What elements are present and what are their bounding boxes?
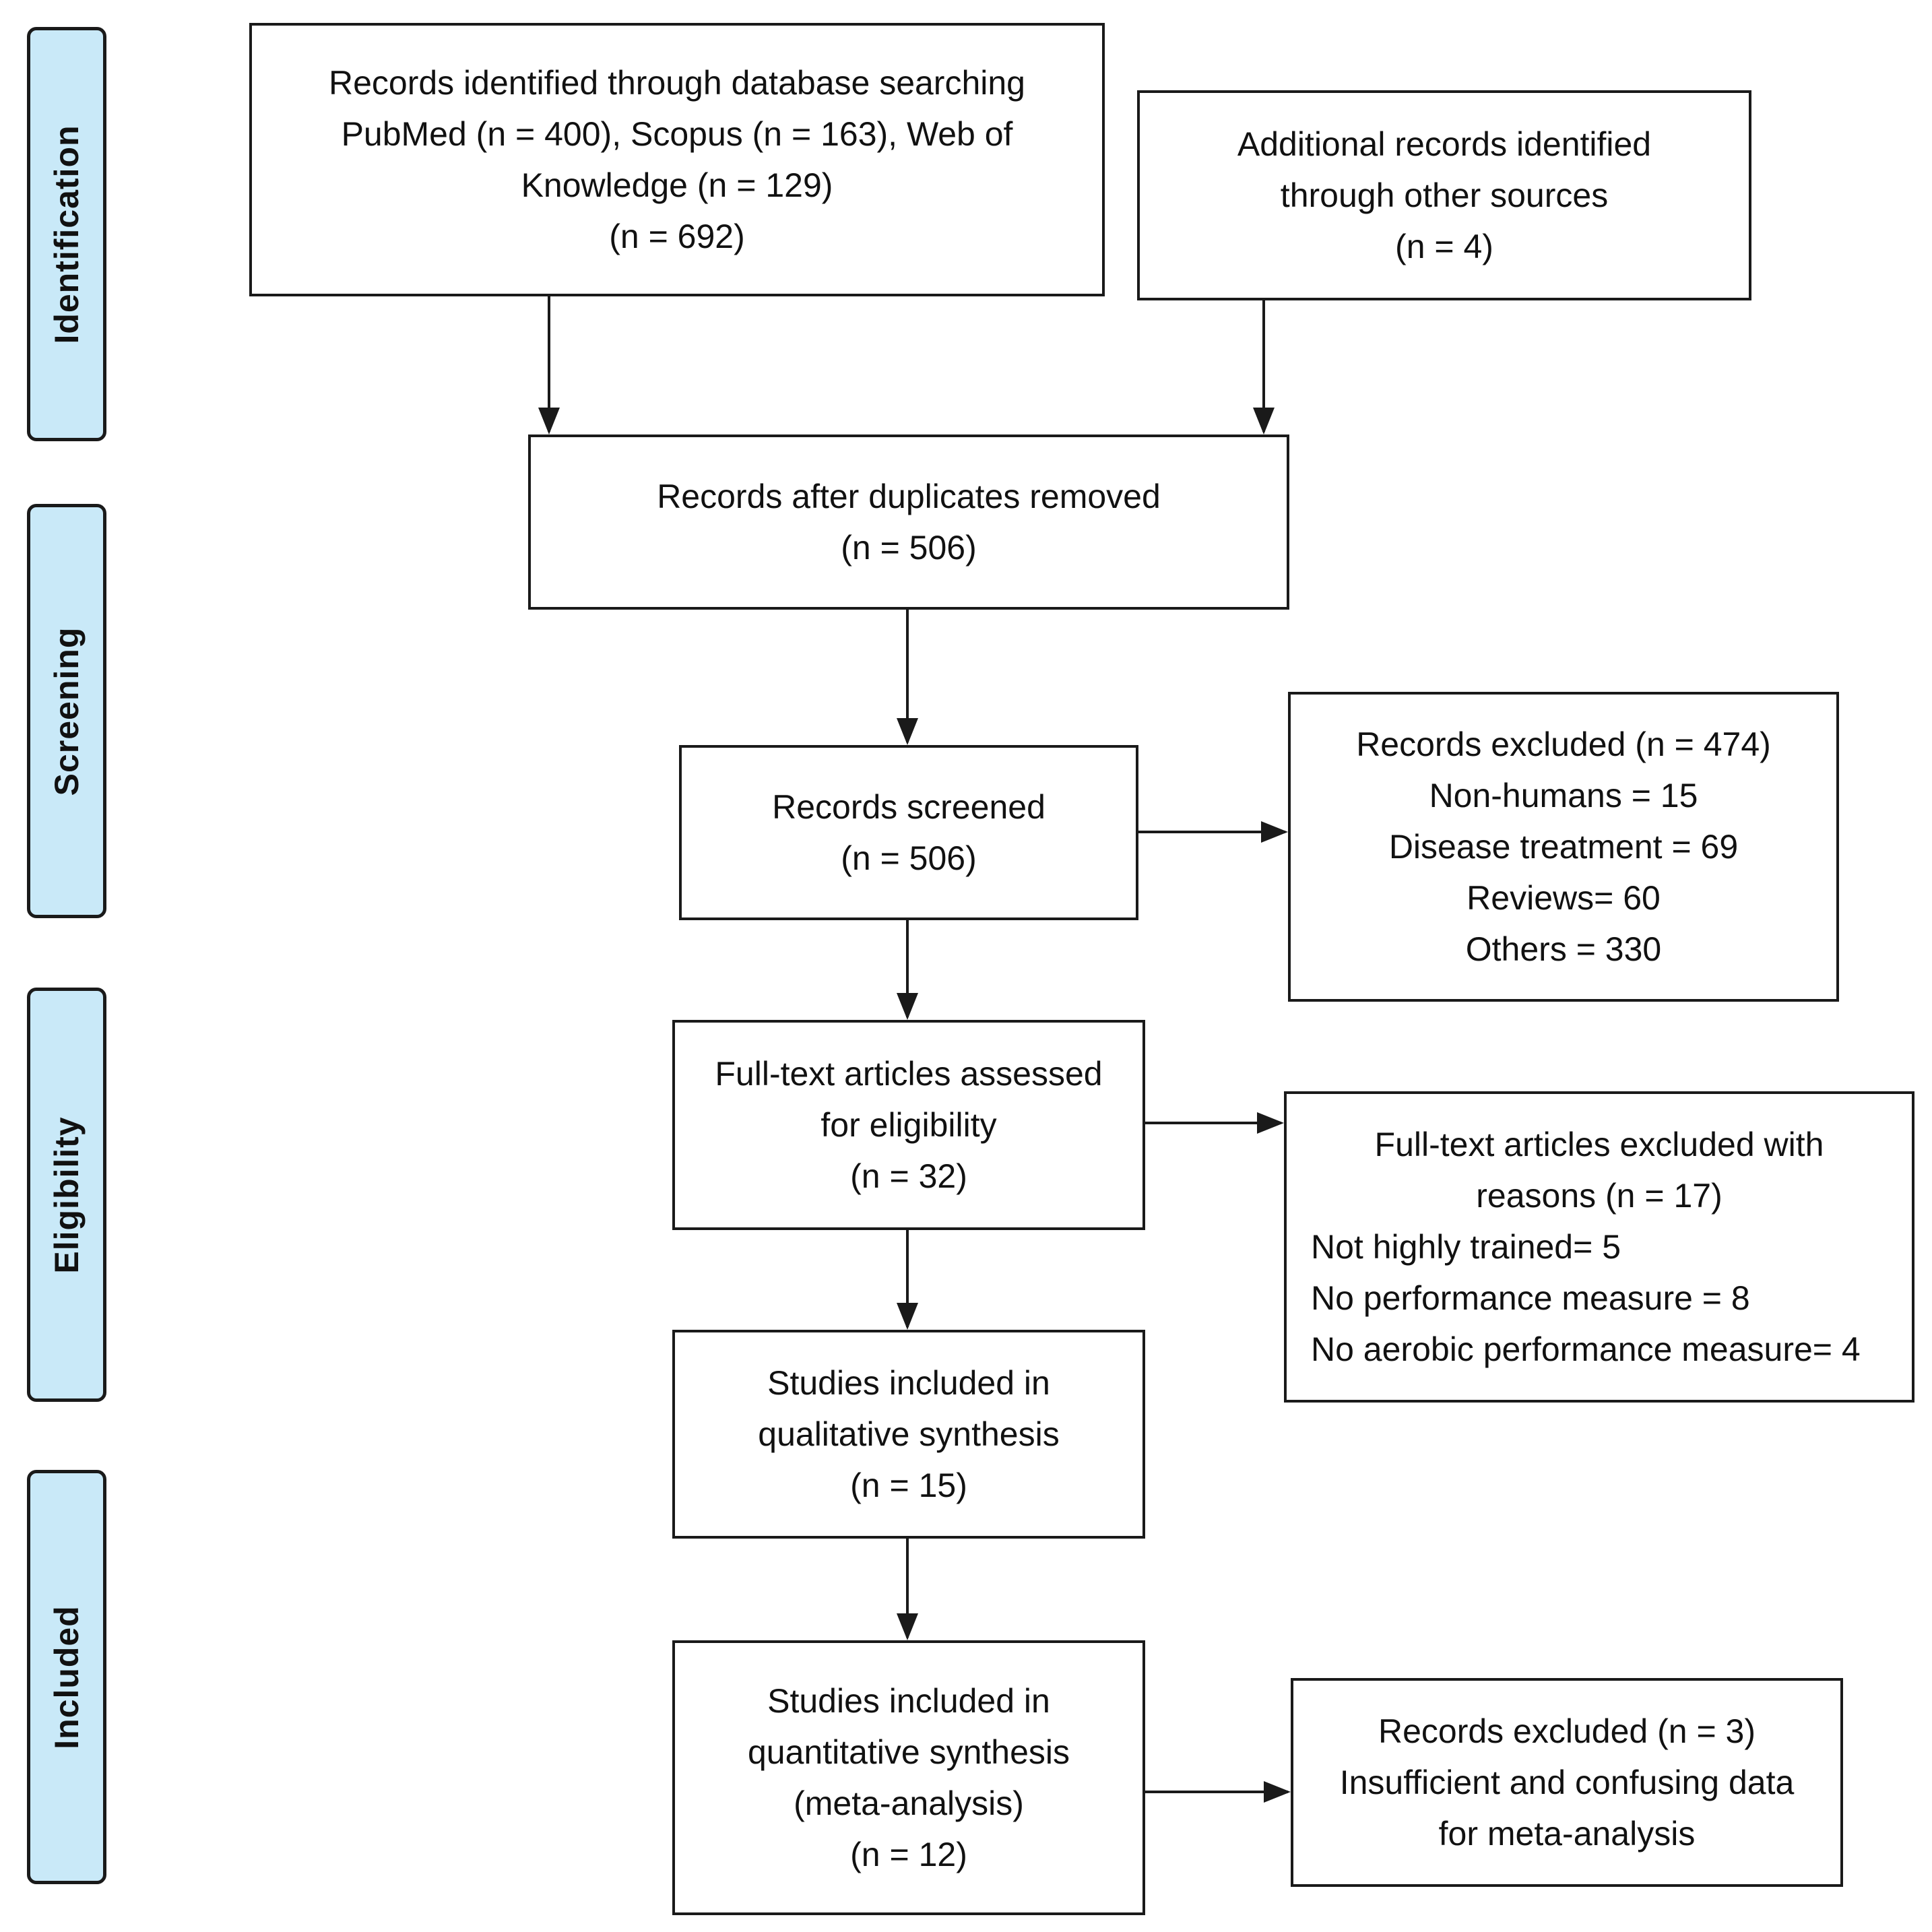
box-full-text-assessed: Full-text articles assessed for eligibil…	[672, 1020, 1145, 1230]
box-line: quantitative synthesis	[747, 1733, 1070, 1771]
box-line: PubMed (n = 400), Scopus (n = 163), Web …	[341, 115, 1013, 153]
box-full-text-excluded: Full-text articles excluded with reasons…	[1284, 1091, 1914, 1403]
box-line: Records after duplicates removed	[657, 478, 1161, 515]
box-line: (n = 506)	[841, 839, 977, 877]
box-line: qualitative synthesis	[758, 1415, 1060, 1453]
box-line: Knowledge (n = 129)	[521, 166, 833, 204]
box-qualitative-synthesis: Studies included in qualitative synthesi…	[672, 1330, 1145, 1539]
box-line: Records excluded (n = 3)	[1378, 1712, 1756, 1750]
box-line: reasons (n = 17)	[1476, 1177, 1722, 1215]
box-quantitative-synthesis: Studies included in quantitative synthes…	[672, 1640, 1145, 1915]
box-records-excluded-screening: Records excluded (n = 474) Non-humans = …	[1288, 692, 1839, 1002]
box-line: No aerobic performance measure= 4	[1311, 1330, 1861, 1368]
box-line: Records identified through database sear…	[328, 64, 1025, 102]
box-line: through other sources	[1280, 176, 1609, 214]
box-line: Full-text articles assessed	[715, 1055, 1103, 1093]
box-line: Additional records identified	[1237, 125, 1652, 163]
box-line: for eligibility	[820, 1106, 997, 1144]
box-records-screened: Records screened (n = 506)	[679, 745, 1138, 920]
box-line: Records screened	[772, 788, 1045, 826]
box-line: Non-humans = 15	[1429, 777, 1698, 814]
box-line: Not highly trained= 5	[1311, 1228, 1621, 1266]
box-line: Records excluded (n = 474)	[1356, 726, 1771, 763]
box-database-search: Records identified through database sear…	[249, 23, 1105, 296]
box-line: for meta-analysis	[1438, 1815, 1696, 1853]
box-line: Others = 330	[1465, 930, 1662, 968]
box-line: Reviews= 60	[1467, 879, 1661, 917]
box-line: (n = 692)	[609, 218, 745, 255]
phase-identification: Identification	[27, 27, 106, 441]
box-line: Disease treatment = 69	[1388, 828, 1739, 866]
box-line: (n = 4)	[1395, 228, 1493, 265]
box-line: (meta-analysis)	[794, 1784, 1024, 1822]
box-line: (n = 506)	[841, 529, 977, 567]
box-line: Insufficient and confusing data	[1339, 1764, 1795, 1801]
box-line: (n = 32)	[850, 1157, 967, 1195]
box-other-sources: Additional records identified through ot…	[1137, 90, 1751, 300]
phase-eligibility: Eligibility	[27, 988, 106, 1402]
box-line: (n = 12)	[850, 1836, 967, 1873]
box-line: Studies included in	[767, 1682, 1050, 1720]
box-line: Full-text articles excluded with	[1374, 1126, 1824, 1163]
phase-screening: Screening	[27, 504, 106, 918]
box-line: Studies included in	[767, 1364, 1050, 1402]
phase-included: Included	[27, 1470, 106, 1884]
box-line: No performance measure = 8	[1311, 1279, 1750, 1317]
box-line: (n = 15)	[850, 1467, 967, 1504]
box-duplicates-removed: Records after duplicates removed (n = 50…	[528, 434, 1289, 610]
box-records-excluded-meta: Records excluded (n = 3) Insufficient an…	[1291, 1678, 1843, 1887]
